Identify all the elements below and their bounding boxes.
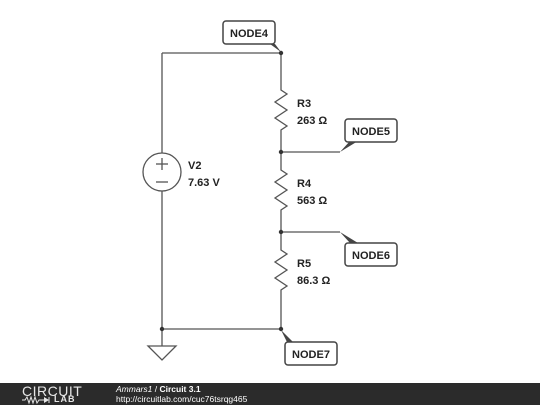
node-label-node7: NODE7 <box>281 330 338 366</box>
circuit-title[interactable]: Circuit 3.1 <box>159 384 201 394</box>
v2-label: V2 <box>188 160 201 172</box>
v2-value: 7.63 V <box>188 177 220 189</box>
logo-text-circuit: CIRCUIT <box>22 383 83 399</box>
logo-wave-icon <box>22 395 50 405</box>
junction-node6 <box>278 229 284 235</box>
resistor-r4 <box>273 166 289 212</box>
logo-text-lab: LAB <box>54 394 76 404</box>
r5-value: 86.3 Ω <box>297 275 330 287</box>
node7-text: NODE7 <box>292 349 330 361</box>
r4-label: R4 <box>297 178 312 190</box>
node5-text: NODE5 <box>352 126 390 138</box>
circuitlab-logo[interactable]: CIRCUIT LAB <box>22 383 94 405</box>
node-label-node5: NODE5 <box>340 118 398 152</box>
junction-node4 <box>278 50 284 56</box>
r3-value: 263 Ω <box>297 115 327 127</box>
junction-node7 <box>278 326 284 332</box>
circuit-schematic: V2 7.63 V R3 263 Ω R4 563 Ω R5 86.3 Ω NO… <box>142 20 398 366</box>
author-name[interactable]: Ammars1 <box>116 384 153 394</box>
ground-icon <box>146 345 178 361</box>
meta-separator: / <box>152 384 160 394</box>
resistor-r3 <box>273 86 289 132</box>
footer-bar: CIRCUIT LAB Ammars1 / Circuit 3.1 http:/… <box>0 383 540 405</box>
node4-text: NODE4 <box>230 28 269 40</box>
circuit-url[interactable]: http://circuitlab.com/cuc76tsrqg465 <box>116 394 248 404</box>
r4-value: 563 Ω <box>297 195 327 207</box>
r5-label: R5 <box>297 258 311 270</box>
r3-label: R3 <box>297 98 311 110</box>
node6-text: NODE6 <box>352 250 390 262</box>
circuit-meta: Ammars1 / Circuit 3.1 http://circuitlab.… <box>116 384 247 404</box>
voltage-source-v2 <box>142 152 182 192</box>
resistor-r5 <box>273 246 289 292</box>
junction-ground <box>159 326 165 332</box>
node-label-node4: NODE4 <box>222 20 281 52</box>
node-label-node6: NODE6 <box>340 232 398 267</box>
junction-node5 <box>278 149 284 155</box>
